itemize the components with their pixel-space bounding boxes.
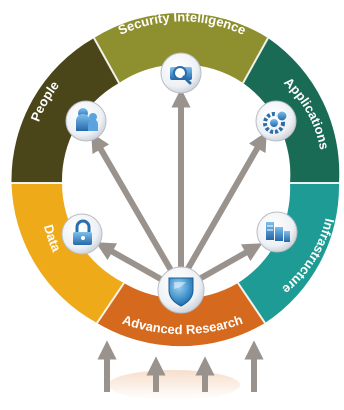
segment-security-intelligence [94,13,268,84]
segment-people [11,38,119,183]
node-people [65,100,107,142]
radial-arrows [91,88,267,285]
ring [11,13,340,347]
node-applications [255,100,297,142]
server-icon [266,222,290,242]
segment-infrastructure [238,183,340,323]
segment-data [11,183,124,323]
segment-advanced-research [97,283,265,347]
node-security [160,52,202,94]
node-infrastructure [256,211,298,253]
input-arrows [97,340,264,392]
node-data [61,213,103,255]
arrow-to-applications [183,131,267,274]
node-center [157,266,205,314]
arrow-to-infrastructure [192,243,263,285]
gears-icon [263,110,288,134]
arrow-to-people [91,132,175,274]
people-icon [76,108,98,131]
arrow-to-data [95,242,168,285]
padlock-icon [73,219,92,245]
shield-icon [168,277,194,307]
magnifier-icon [170,66,192,85]
ring-reflection [108,370,240,400]
